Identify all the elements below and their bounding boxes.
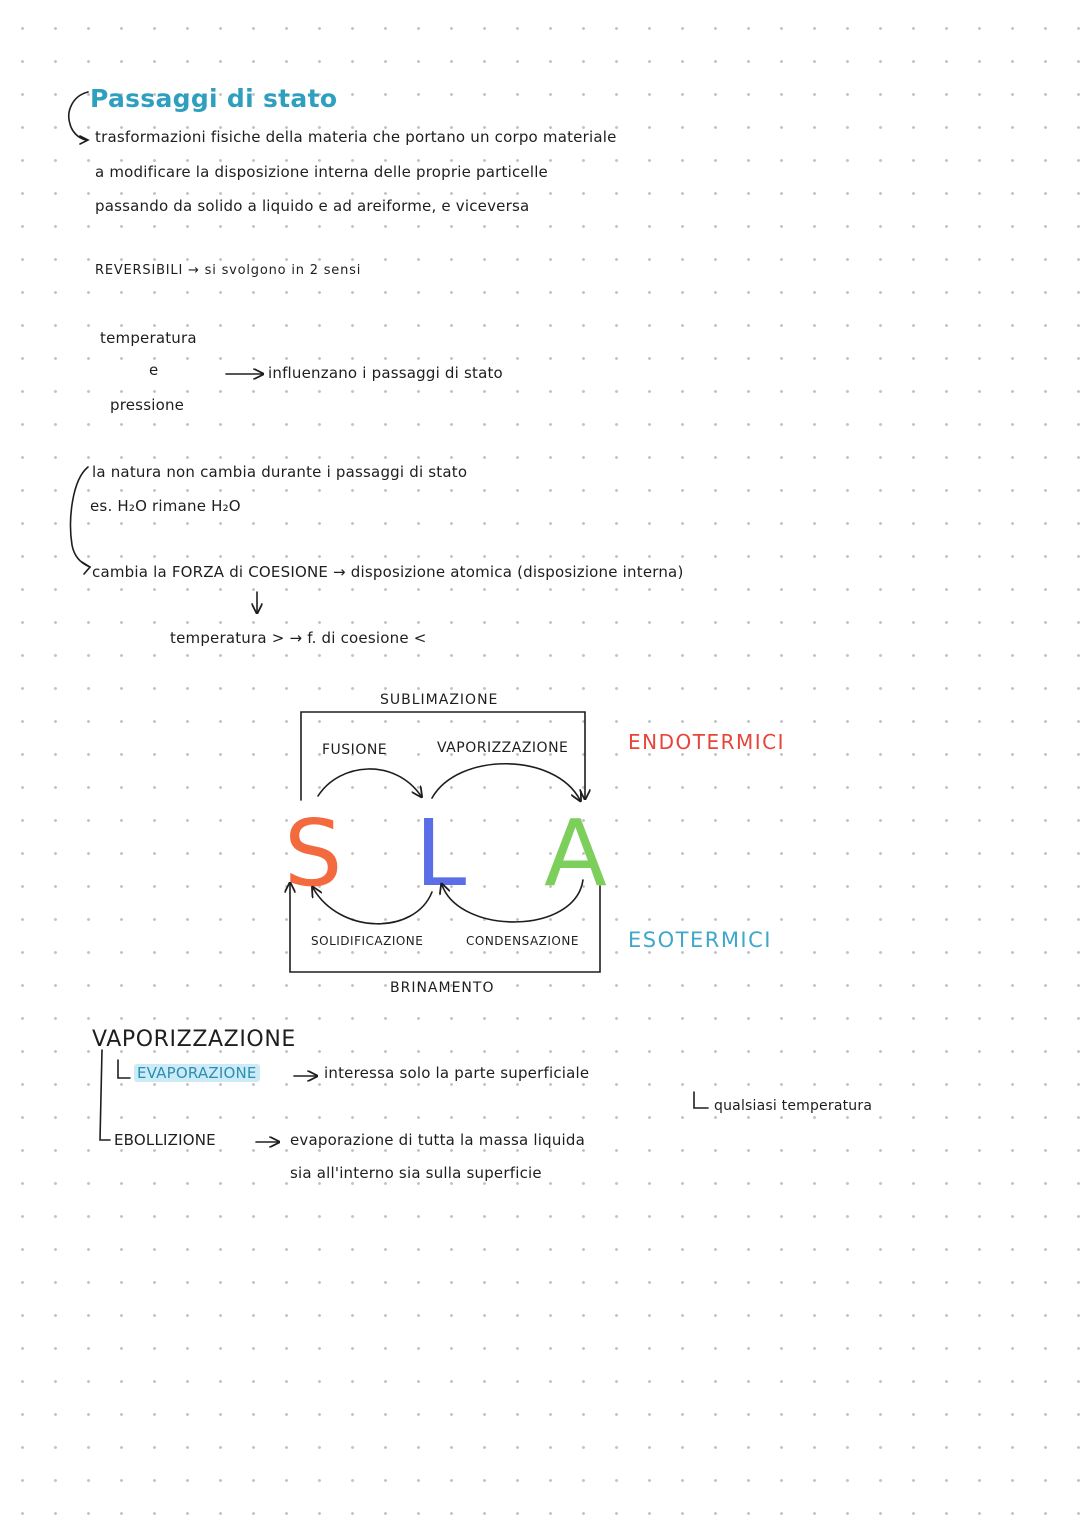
label-fusione: FUSIONE xyxy=(322,742,388,758)
ebollizione-desc-2: sia all'interno sia sulla superficie xyxy=(290,1164,542,1182)
ebollizione-desc: evaporazione di tutta la massa liquida xyxy=(290,1131,586,1149)
factor-e: e xyxy=(149,361,159,379)
vaporizzazione-tree-line xyxy=(99,1049,111,1141)
label-vaporizzazione: VAPORIZZAZIONE xyxy=(437,740,569,756)
vaporizzazione-title: VAPORIZZAZIONE xyxy=(92,1027,296,1052)
label-solidificazione: SOLIDIFICAZIONE xyxy=(311,934,424,948)
reversibili-note: REVERSIBILI → si svolgono in 2 sensi xyxy=(95,263,362,278)
evaporazione-temp: qualsiasi temperatura xyxy=(714,1098,873,1114)
page-title: Passaggi di stato xyxy=(90,84,338,113)
state-solid-letter: S xyxy=(284,800,343,907)
state-gas-letter: A xyxy=(544,800,607,907)
ebollizione-label: EBOLLIZIONE xyxy=(114,1131,216,1149)
nature-example: es. H₂O rimane H₂O xyxy=(90,497,241,515)
evaporazione-desc: interessa solo la parte superficiale xyxy=(324,1064,590,1082)
label-sublimazione: SUBLIMAZIONE xyxy=(380,692,499,708)
label-brinamento: BRINAMENTO xyxy=(390,980,495,996)
factor-temperatura: temperatura xyxy=(100,329,197,347)
vaporizzazione-arc xyxy=(431,763,580,800)
definition-line-2: a modificare la disposizione interna del… xyxy=(95,163,548,181)
fusione-arc xyxy=(317,768,421,796)
label-esotermici: ESOTERMICI xyxy=(628,928,772,952)
definition-line-3: passando da solido a liquido e ad areifo… xyxy=(95,197,530,215)
cohesion-line: cambia la FORZA di COESIONE → disposizio… xyxy=(92,563,684,581)
factor-pressione: pressione xyxy=(110,396,185,414)
nature-line: la natura non cambia durante i passaggi … xyxy=(92,463,468,481)
label-endotermici: ENDOTERMICI xyxy=(628,730,786,754)
label-condensazione: CONDENSAZIONE xyxy=(466,934,579,948)
factor-effect: influenzano i passaggi di stato xyxy=(268,364,503,382)
definition-line-1: trasformazioni fisiche della materia che… xyxy=(95,128,617,146)
temperature-rule: temperatura > → f. di coesione < xyxy=(170,629,427,647)
state-liquid-letter: L xyxy=(415,800,467,907)
evaporazione-label: EVAPORAZIONE xyxy=(134,1064,260,1082)
evaporazione-highlight: EVAPORAZIONE xyxy=(134,1064,260,1082)
nature-bracket xyxy=(69,466,91,568)
title-bracket xyxy=(68,91,89,141)
